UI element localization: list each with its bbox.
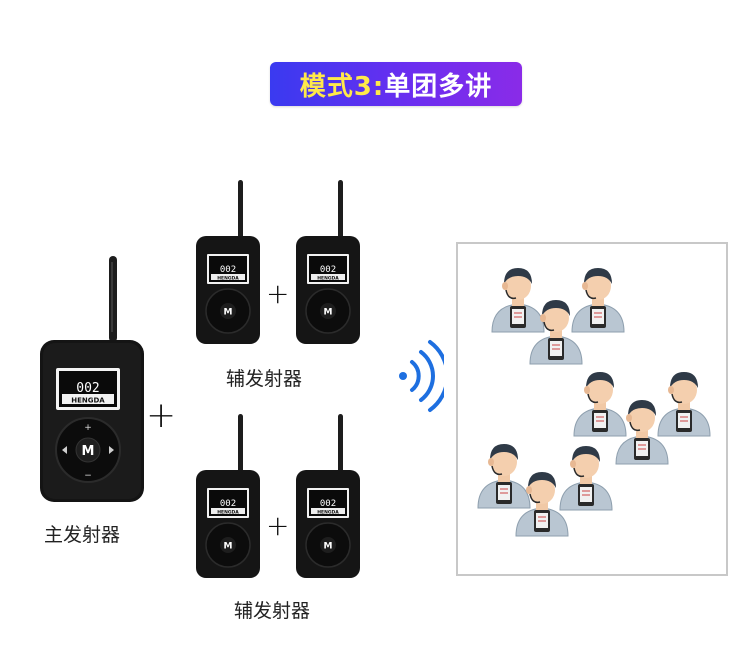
aux-transmitter-label-bottom: 辅发射器	[234, 600, 311, 622]
svg-text:HENGDA: HENGDA	[217, 276, 239, 282]
svg-text:M: M	[224, 542, 233, 552]
svg-text:002: 002	[220, 265, 236, 275]
plus-operator-aux-top: +	[266, 277, 290, 310]
svg-text:HENGDA: HENGDA	[217, 510, 239, 516]
aux-transmitter-3: 002 HENGDA M	[194, 412, 262, 580]
listener-4	[573, 371, 627, 437]
svg-text:002: 002	[320, 265, 336, 275]
listener-2	[571, 267, 625, 333]
listener-group-illustration	[477, 267, 711, 537]
svg-text:HENGDA: HENGDA	[317, 510, 339, 516]
listener-group-panel	[456, 242, 728, 576]
plus-operator-aux-bottom: +	[266, 509, 290, 542]
mode-title-banner: 模式3: 单团多讲	[270, 62, 522, 106]
main-screen-brand: HENGDA	[71, 397, 105, 405]
svg-text:002: 002	[320, 499, 336, 509]
svg-text:−: −	[84, 471, 92, 481]
main-transmitter-label: 主发射器	[44, 524, 121, 546]
svg-text:M: M	[324, 308, 333, 318]
svg-text:+: +	[84, 423, 92, 433]
aux-transmitter-1: 002 HENGDA M	[194, 178, 262, 346]
listener-7	[477, 443, 531, 509]
svg-text:002: 002	[220, 499, 236, 509]
listener-5	[657, 371, 711, 437]
listener-8	[559, 445, 613, 511]
main-transmitter: 002 HENGDA M + −	[38, 252, 146, 504]
wireless-signal-icon	[396, 338, 450, 418]
listener-1	[491, 267, 545, 333]
aux-transmitter-label-top: 辅发射器	[226, 368, 303, 390]
mode-title-name: 单团多讲	[384, 71, 493, 102]
svg-text:M: M	[224, 308, 233, 318]
main-screen-number: 002	[76, 381, 99, 396]
mode-title-prefix: 模式3:	[299, 71, 385, 102]
aux-transmitter-2: 002 HENGDA M	[294, 178, 362, 346]
aux-transmitter-4: 002 HENGDA M	[294, 412, 362, 580]
plus-operator-main: +	[146, 395, 177, 436]
svg-text:M: M	[324, 542, 333, 552]
main-m-button: M	[82, 444, 95, 459]
svg-text:HENGDA: HENGDA	[317, 276, 339, 282]
